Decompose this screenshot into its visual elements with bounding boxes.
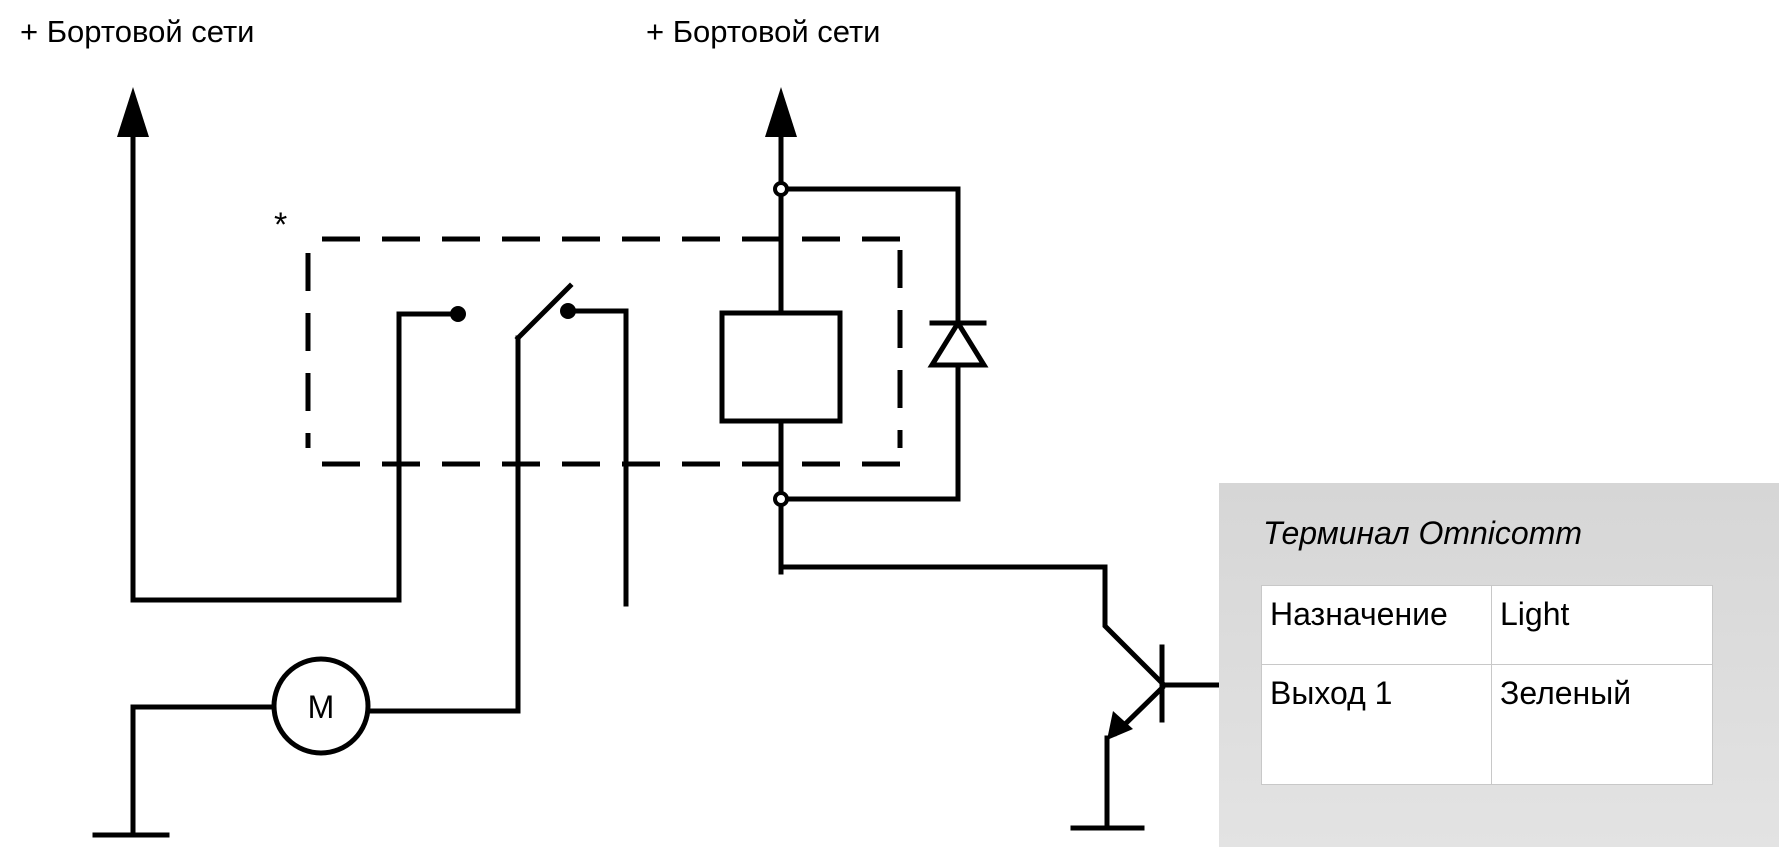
collector-wire [778, 564, 1166, 687]
table-cell-field: Назначение [1261, 585, 1492, 665]
terminal-title: Терминал Omnicomm [1263, 515, 1582, 551]
switch-contact-right [560, 303, 576, 319]
switch-contact-wire [565, 308, 629, 607]
terminal-panel: Терминал Omnicomm Назначение Light Выход… [1219, 483, 1779, 847]
right-supply-label: + Бортовой сети [646, 14, 881, 49]
table-cell-field: Выход 1 [1261, 664, 1492, 785]
emitter-arrowhead [1107, 711, 1133, 740]
asterisk-label: * [274, 206, 288, 244]
table-cell-value: Зеленый [1491, 664, 1713, 785]
table-row: Выход 1 Зеленый [1261, 664, 1713, 785]
diode-top-wire [783, 186, 961, 325]
left-supply-wire [130, 127, 459, 603]
terminal-table: Назначение Light Выход 1 Зеленый [1261, 585, 1713, 785]
junction-bottom [773, 491, 789, 507]
left-supply-label: + Бортовой сети [20, 14, 255, 49]
table-row: Назначение Light [1261, 585, 1713, 665]
right-supply-arrow [765, 87, 797, 137]
motor-symbol [271, 656, 371, 756]
switch-contact-left [450, 306, 466, 322]
left-supply-arrow [117, 87, 149, 137]
motor-label: M [308, 689, 335, 725]
diode-anode-triangle [927, 318, 989, 368]
table-cell-value: Light [1491, 585, 1713, 665]
diode-bottom-wire [783, 362, 961, 502]
relay-coil [719, 310, 843, 424]
switch-blade [514, 282, 574, 342]
junction-top [773, 181, 789, 197]
